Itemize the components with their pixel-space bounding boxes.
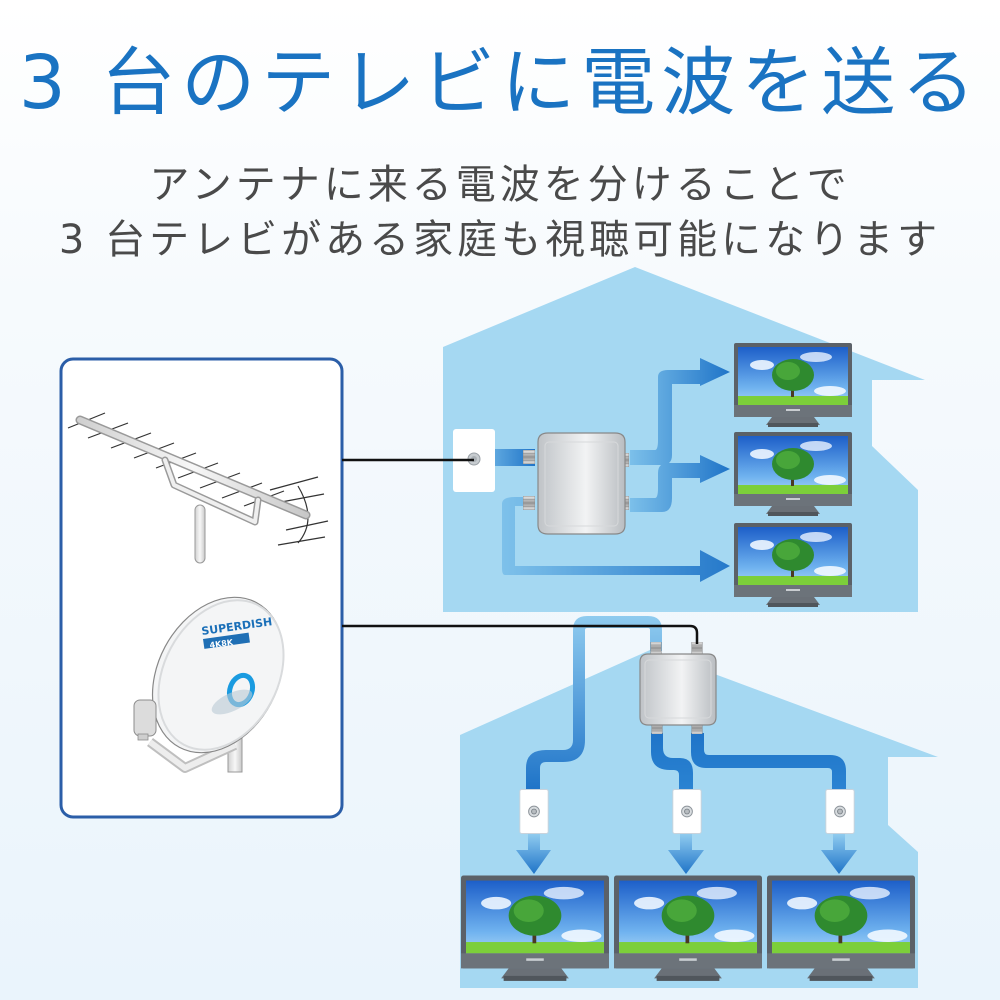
- tv-upper-3: [734, 523, 852, 607]
- tv-upper-1: [734, 343, 852, 427]
- tv-upper-2: [734, 432, 852, 516]
- dish-badge: 4K8K: [209, 638, 234, 650]
- satellite-dish-icon: SUPERDISH 4K8K: [133, 596, 285, 773]
- uhf-antenna-icon: [67, 412, 329, 564]
- tv-lower-3: [767, 875, 915, 981]
- arrow-to-tv-1: [630, 358, 730, 465]
- lower-signal-arrows: [516, 616, 857, 874]
- arrow-to-outlet-2: [651, 733, 693, 789]
- wall-outlet-lower-3: [825, 789, 855, 834]
- arrow-to-tv-lower-1: [516, 834, 551, 874]
- splitter-2way-icon: [639, 642, 717, 734]
- wall-outlet-lower-1: [519, 789, 549, 834]
- arrow-to-tv-2: [630, 455, 730, 512]
- upper-house: [443, 267, 925, 612]
- splitter-3way-icon: [523, 432, 629, 535]
- subtitle-line-1: アンテナに来る電波を分けることで: [149, 162, 851, 208]
- arrow-through-line: [526, 616, 662, 789]
- subtitle-line-2: 3 台テレビがある家庭も視聴可能になります: [58, 217, 942, 263]
- page-title: 3 台のテレビに電波を送る: [18, 40, 982, 126]
- tv-lower-1: [461, 875, 609, 981]
- wall-outlet-lower-2: [672, 789, 702, 834]
- bs-cable: [342, 624, 699, 644]
- arrow-to-outlet-3: [691, 733, 846, 789]
- arrow-to-tv-lower-2: [668, 834, 704, 874]
- tv-lower-2: [614, 875, 762, 981]
- arrow-to-tv-lower-3: [821, 834, 857, 874]
